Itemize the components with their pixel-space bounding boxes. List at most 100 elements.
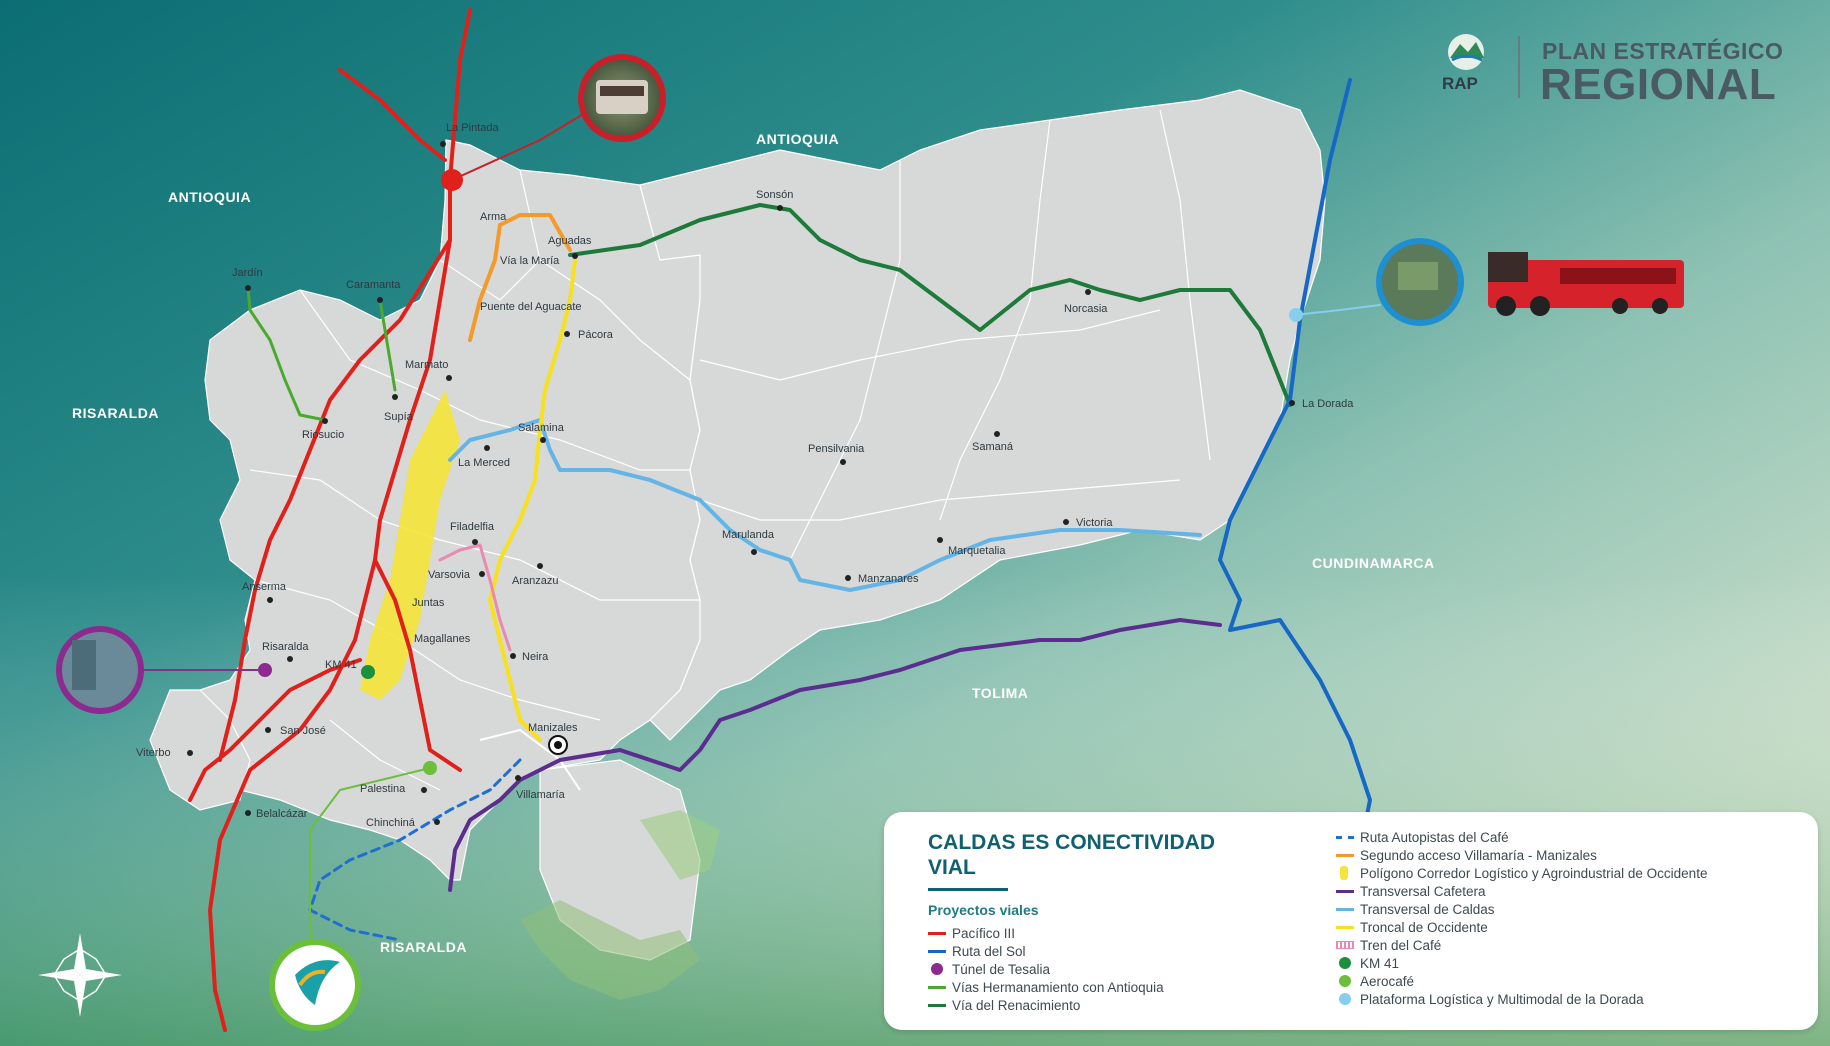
caldas-southwest-lobe (149, 689, 251, 811)
road-renacimiento (568, 203, 1292, 407)
legend-item: Aerocafé (1336, 972, 1707, 990)
road-hermanamiento-1 (246, 286, 327, 422)
place-label: KM 41 (325, 659, 357, 671)
road-pacifico-branch (218, 238, 452, 762)
aerocafe-logo-icon (269, 939, 361, 1031)
place-label: Palestina (360, 783, 406, 795)
green-zone-2 (640, 810, 720, 880)
header-title-line1: PLAN ESTRATÉGICO (1542, 38, 1784, 64)
place-label: Pensilvania (808, 443, 865, 455)
legend-item: Ruta del Sol (928, 942, 1164, 960)
legend-label: Segundo acceso Villamaría - Manizales (1360, 847, 1597, 863)
legend-item: KM 41 (1336, 954, 1707, 972)
legend-swatch (1336, 889, 1354, 893)
road-hermanamiento-2 (378, 298, 397, 392)
place-label: Marulanda (722, 529, 775, 541)
place-label: Jardín (232, 267, 263, 279)
compass-rose-icon (38, 933, 122, 1017)
place-label: Risaralda (262, 641, 309, 653)
legend-item: Troncal de Occidente (1336, 918, 1707, 936)
road-autopistas (308, 758, 522, 942)
legend-item: Polígono Corredor Logístico y Agroindust… (1336, 864, 1707, 882)
poligono-corredor (360, 390, 460, 700)
legend-label: Transversal Cafetera (1360, 883, 1486, 899)
legend-label: Polígono Corredor Logístico y Agroindust… (1360, 865, 1708, 881)
legend-swatch (1336, 941, 1354, 949)
place-label: Neira (522, 651, 549, 663)
header-title-line2: REGIONAL (1540, 60, 1777, 109)
legend-swatch (1336, 853, 1354, 857)
legend-label: Vía del Renacimiento (952, 997, 1081, 1013)
place-label: Villamaría (516, 789, 566, 801)
legend-swatch (1339, 975, 1351, 987)
tunnel-photo-bubble (56, 626, 144, 714)
legend-swatch (1339, 957, 1351, 969)
legend-label: Ruta del Sol (952, 943, 1026, 959)
legend-rule (928, 888, 1008, 891)
place-label: Sonsón (756, 189, 793, 201)
green-zone (520, 900, 700, 1000)
legend-swatch (928, 1003, 946, 1007)
place-label: Juntas (412, 597, 445, 609)
place-label: Caramanta (346, 279, 401, 291)
train-icon (1488, 252, 1684, 316)
region-cundinamarca: CUNDINAMARCA (1312, 555, 1435, 571)
aerial-photo-bubble (1376, 238, 1464, 326)
place-label: Aranzazu (512, 575, 558, 587)
road-plataforma-link (1294, 304, 1381, 316)
road-pacifico-north (338, 68, 447, 162)
legend-swatch (1340, 866, 1348, 880)
pacifico-marker (441, 169, 463, 191)
place-label: Marquetalia (948, 545, 1006, 557)
region-risaralda-south: RISARALDA (380, 939, 467, 955)
legend-item: Tren del Café (1336, 936, 1707, 954)
road-cafetera (448, 618, 1222, 892)
legend-label: Aerocafé (1360, 973, 1415, 989)
legend-item: Pacífico III (928, 924, 1164, 942)
place-label: Supía (384, 411, 414, 423)
road-pacifico-west (188, 658, 362, 802)
place-label: Anserma (242, 581, 287, 593)
place-label: Filadelfia (450, 521, 495, 533)
place-label: La Merced (458, 457, 510, 469)
header-divider (1518, 36, 1520, 98)
place-label: Belalcázar (256, 808, 308, 820)
region-antioquia-north: ANTIOQUIA (756, 131, 839, 147)
legend-label: Pacífico III (952, 925, 1016, 941)
legend-swatch (1339, 993, 1351, 1005)
legend-label: Vías Hermanamiento con Antioquia (952, 979, 1164, 995)
place-label: Victoria (1076, 517, 1113, 529)
legend-swatch (1336, 907, 1354, 911)
place-labels: La Pintada Arma Aguadas Vía la María Pue… (136, 122, 1354, 829)
rap-logo-text: RAP (1442, 74, 1478, 93)
place-label: Salamina (518, 422, 565, 434)
place-label: Manizales (528, 722, 578, 734)
region-risaralda-west: RISARALDA (72, 405, 159, 421)
legend-item: Túnel de Tesalia (928, 960, 1164, 978)
legend-label: KM 41 (1360, 955, 1400, 971)
place-label: Norcasia (1064, 303, 1108, 315)
place-label: Samaná (972, 441, 1014, 453)
road-pointer-train (451, 109, 591, 181)
road-network (139, 8, 1381, 1032)
place-label: Aguadas (548, 235, 592, 247)
manizales-urban (479, 728, 581, 791)
legend-swatch (928, 985, 946, 989)
place-label: Manzanares (858, 573, 919, 585)
header: RAP PLAN ESTRATÉGICO REGIONAL (1430, 30, 1830, 110)
legend-swatch (1336, 835, 1354, 839)
place-label: Viterbo (136, 747, 171, 759)
legend-item: Segundo acceso Villamaría - Manizales (1336, 846, 1707, 864)
legend-swatch (928, 931, 946, 935)
legend-item: Vías Hermanamiento con Antioquia (928, 978, 1164, 996)
tesalia-marker (258, 663, 272, 677)
legend-swatch (1336, 925, 1354, 929)
legend-label: Plataforma Logística y Multimodal de la … (1360, 991, 1644, 1007)
legend-item: Vía del Renacimiento (928, 996, 1164, 1014)
place-label: Pácora (578, 329, 614, 341)
legend-label: Ruta Autopistas del Café (1360, 829, 1509, 845)
